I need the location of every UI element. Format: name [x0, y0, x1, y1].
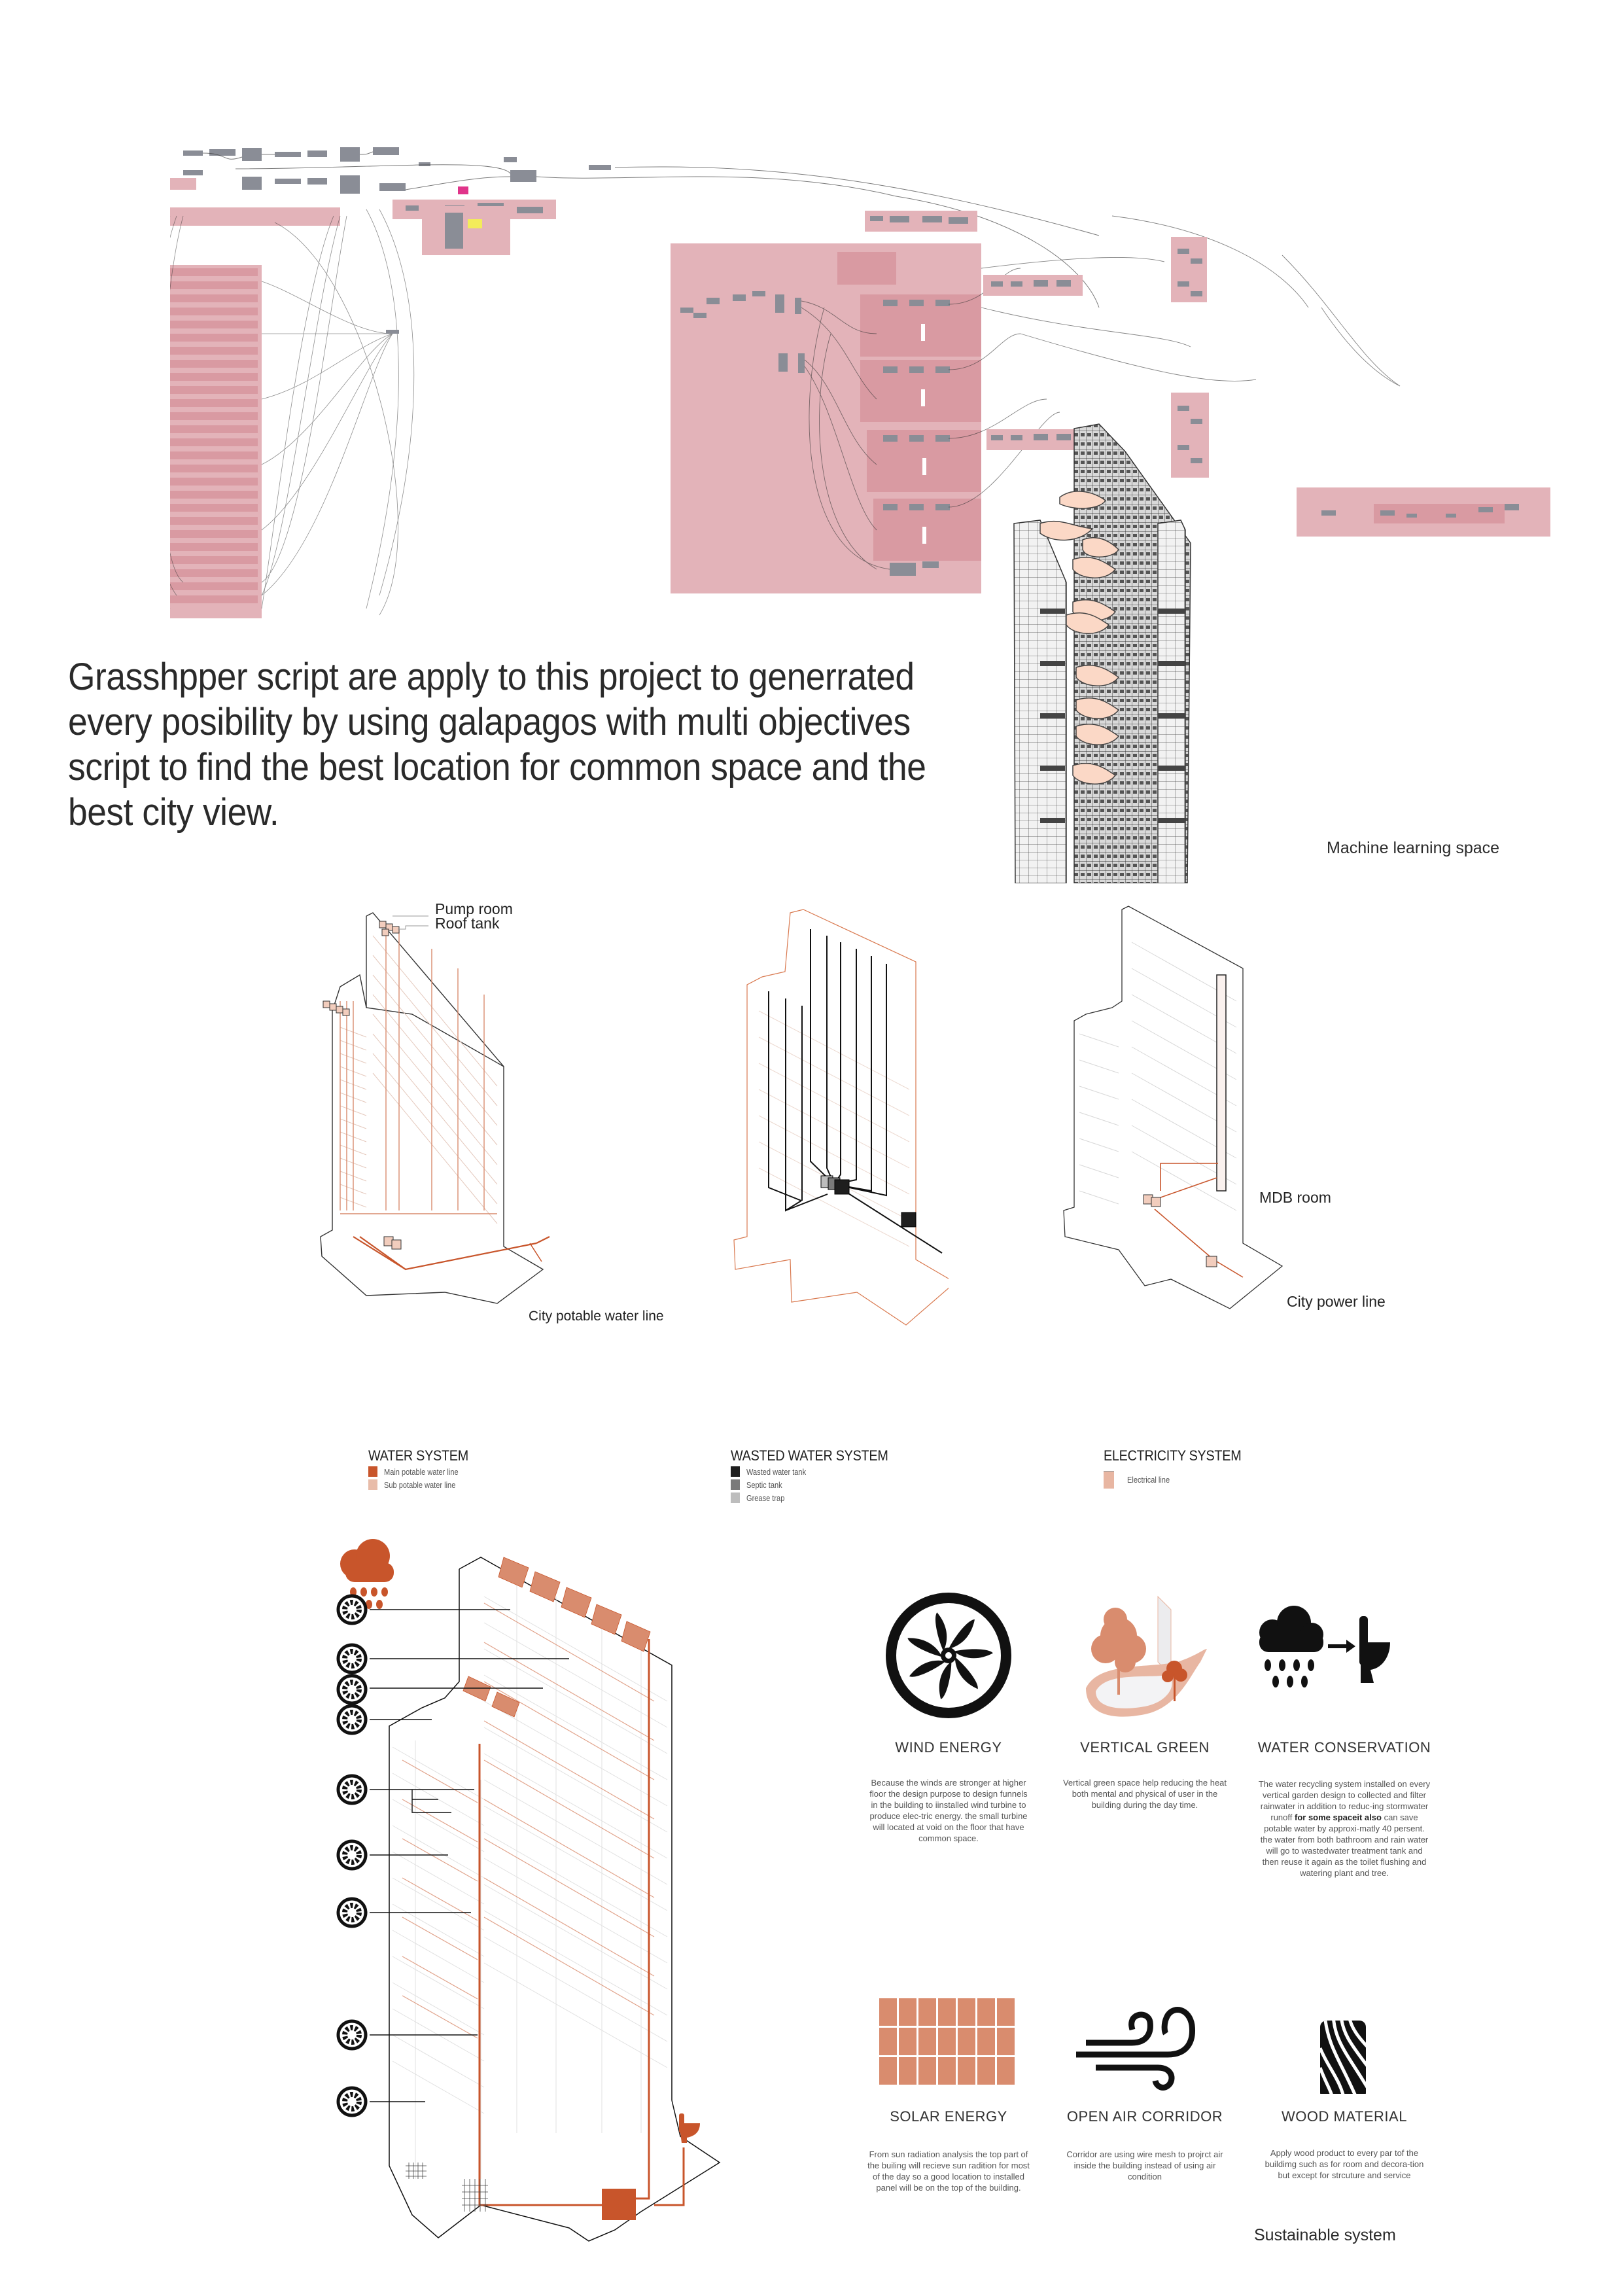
electricity-system-diagram [1047, 903, 1321, 1328]
water-system-tower-illustration [320, 912, 550, 1304]
solar-panel-icon [879, 1998, 1015, 2085]
legend-title: ELECTRICITY SYSTEM [1104, 1447, 1242, 1464]
feature-description: From sun radiation analysis the top part… [867, 2149, 1030, 2193]
legend-label: Sub potable water line [384, 1479, 456, 1490]
legend-label: Septic tank [746, 1479, 782, 1490]
legend-label: Electrical line [1127, 1474, 1170, 1485]
feature-vertical-green: VERTICAL GREEN Vertical green space help… [1047, 1583, 1243, 1810]
rain-cloud-icon [340, 1539, 394, 1609]
node-graph-illustration [170, 147, 1550, 618]
wastewater-tower-illustration [733, 909, 949, 1326]
feature-water-conservation: WATER CONSERVATION The water recycling s… [1243, 1583, 1446, 1879]
legend-swatch [1104, 1470, 1114, 1489]
roof-tank-callout: Roof tank [435, 915, 500, 932]
legend-swatch [731, 1466, 740, 1477]
legend-label: Wasted water tank [746, 1466, 807, 1477]
wood-grain-icon [1320, 2021, 1366, 2094]
legend-item: Sub potable water line [368, 1479, 480, 1491]
rain-to-toilet-icon [1259, 1606, 1390, 1687]
legend-electricity-system: ELECTRICITY SYSTEM Electrical line [1104, 1447, 1257, 1489]
description-text: can save potable water by approxi-matly … [1260, 1812, 1429, 1878]
script-description: Grasshpper script are apply to this proj… [68, 656, 926, 834]
feature-solar-energy: SOLAR ENERGY From sun radiation analysis… [850, 1989, 1047, 2193]
feature-title: VERTICAL GREEN [1080, 1739, 1210, 1756]
feature-wood-material: WOOD MATERIAL Apply wood product to ever… [1243, 1989, 1446, 2181]
legend-item: Main potable water line [368, 1466, 480, 1477]
legend-title: WATER SYSTEM [368, 1447, 468, 1464]
feature-title: WOOD MATERIAL [1282, 2108, 1407, 2125]
description-text: The water recycling system installed on … [1258, 1779, 1431, 1822]
feature-wind-energy: WIND ENERGY Because the winds are strong… [850, 1583, 1047, 1844]
description-bold-text: for some spaceit also [1295, 1812, 1382, 1822]
wind-icon [1076, 2007, 1196, 2091]
legend-swatch [368, 1466, 377, 1477]
feature-title: WATER CONSERVATION [1257, 1739, 1431, 1756]
pump-room-callout: Pump room [435, 900, 513, 917]
grasshopper-script-graph [170, 137, 1550, 622]
legend-item: Wasted water tank [731, 1466, 905, 1477]
wind-turbine-icons [336, 1594, 368, 2117]
legend-title: WASTED WATER SYSTEM [731, 1447, 888, 1464]
feature-title: OPEN AIR CORRIDOR [1066, 2108, 1223, 2125]
tower-isometric-illustration [1013, 423, 1191, 883]
wind-turbine-icon [886, 1593, 1011, 1718]
feature-title: WIND ENERGY [895, 1739, 1002, 1756]
legend-item: Grease trap [731, 1492, 905, 1504]
legend-swatch [731, 1492, 740, 1503]
legend-swatch [368, 1479, 377, 1490]
city-water-line-label: City potable water line [529, 1309, 664, 1324]
legend-label: Main potable water line [384, 1466, 459, 1477]
sustainable-system-caption: Sustainable system [1254, 2226, 1396, 2244]
mdb-room-callout: MDB room [1259, 1189, 1331, 1206]
water-system-diagram [301, 903, 680, 1328]
vertical-green-icon [1086, 1595, 1207, 1717]
toilet-icon [679, 2113, 700, 2143]
water-treatment-tank [602, 2189, 636, 2220]
sustainable-tower-illustration [336, 1539, 721, 2242]
feature-description: Corridor are using wire mesh to projrct … [1066, 2149, 1223, 2181]
feature-description: Apply wood product to every par tof the … [1265, 2148, 1424, 2180]
wastewater-system-diagram [693, 906, 949, 1332]
feature-title: SOLAR ENERGY [890, 2108, 1007, 2125]
legend-wastewater-system: WASTED WATER SYSTEM Wasted water tank Se… [731, 1447, 905, 1504]
machine-learning-caption: Machine learning space [1327, 839, 1500, 857]
electricity-tower-illustration [1063, 906, 1283, 1309]
legend-label: Grease trap [746, 1492, 785, 1503]
legend-item: Septic tank [731, 1479, 905, 1491]
feature-open-air-corridor: OPEN AIR CORRIDOR Corridor are using wir… [1047, 1989, 1243, 2182]
machine-learning-tower-render [1001, 412, 1308, 883]
legend-swatch [731, 1479, 740, 1490]
feature-description: The water recycling system installed on … [1258, 1778, 1431, 1879]
sustainable-tower-diagram [314, 1525, 772, 2244]
feature-description: Vertical green space help reducing the h… [1062, 1778, 1227, 1810]
city-power-line-label: City power line [1287, 1293, 1386, 1310]
legend-item: Electrical line [1104, 1470, 1257, 1489]
feature-description: Because the winds are stronger at higher… [869, 1778, 1028, 1843]
legend-water-system: WATER SYSTEM Main potable water line Sub… [368, 1447, 480, 1491]
